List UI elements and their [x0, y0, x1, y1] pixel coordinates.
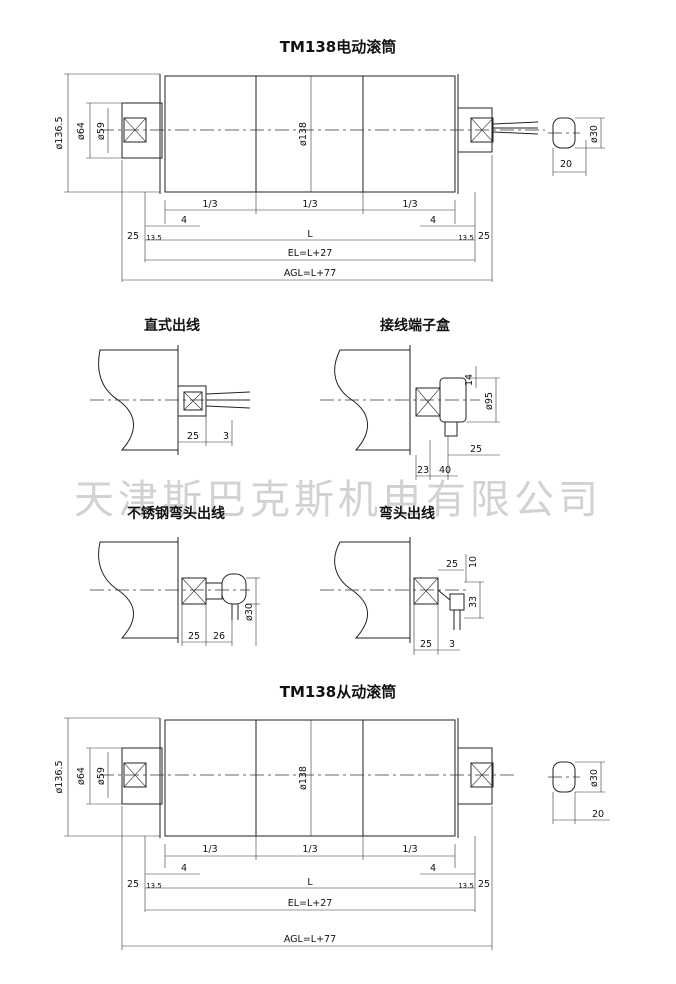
dim-stainless-26: 26 — [213, 631, 225, 642]
section-stainless-elbow: 不锈钢弯头出线 — [127, 505, 225, 522]
dim-d59-top: ø59 — [96, 122, 107, 140]
elbow-outlet-view: 25 10 33 25 3 — [320, 537, 484, 655]
dim-terminal-14: 14 — [464, 374, 475, 386]
dim-straight-3: 3 — [223, 431, 229, 442]
dim-elbow-33: 33 — [468, 596, 479, 608]
dim-elbow-3: 3 — [449, 639, 455, 650]
dim-terminal-d95: ø95 — [484, 392, 495, 410]
dim-terminal-25: 25 — [470, 444, 482, 455]
dim-straight-25: 25 — [187, 431, 199, 442]
dim-stainless-25: 25 — [188, 631, 200, 642]
company-watermark: 天津斯巴克斯机电有限公司 — [74, 477, 602, 523]
dim-25-left-bottom: 25 — [127, 879, 139, 890]
dim-EL-top: EL=L+27 — [288, 248, 333, 259]
section-terminal-box: 接线端子盒 — [380, 317, 451, 334]
dim-d59-bottom: ø59 — [96, 767, 107, 785]
stainless-elbow-view: ø30 25 26 — [90, 537, 260, 646]
dim-terminal-23: 23 — [417, 465, 429, 476]
dim-L-top: L — [307, 229, 313, 240]
dim-four-right-bottom: 4 — [430, 863, 436, 874]
outlet-variants: 直式出线 接线端子盒 25 3 — [74, 317, 602, 655]
dim-w20-top: 20 — [560, 159, 572, 170]
dim-third-3-bottom: 1/3 — [402, 844, 417, 855]
dim-third-1-bottom: 1/3 — [202, 844, 217, 855]
dim-elbow-25-bottom: 25 — [420, 639, 432, 650]
dim-25-right-bottom: 25 — [478, 879, 490, 890]
dim-AGL-top: AGL=L+77 — [284, 268, 336, 279]
dim-elbow-10: 10 — [468, 556, 479, 568]
dim-third-2-top: 1/3 — [302, 199, 317, 210]
dim-third-1-top: 1/3 — [202, 199, 217, 210]
dim-25-left-top: 25 — [127, 231, 139, 242]
dim-AGL-bottom: AGL=L+77 — [284, 934, 336, 945]
dim-d136-bottom: ø136.5 — [54, 760, 65, 793]
terminal-box-view: ø95 14 25 23 40 — [320, 345, 500, 480]
dim-13-5-left-bottom: 13.5 — [146, 882, 162, 890]
dim-stainless-d30: ø30 — [244, 603, 255, 621]
dim-d138-bottom: ø138 — [298, 766, 309, 790]
dim-EL-bottom: EL=L+27 — [288, 898, 333, 909]
dim-elbow-25-top: 25 — [446, 559, 458, 570]
section-elbow-outlet: 弯头出线 — [379, 505, 435, 522]
dim-four-left-bottom: 4 — [181, 863, 187, 874]
dim-d64-bottom: ø64 — [76, 767, 87, 785]
dim-13-5-left-top: 13.5 — [146, 234, 162, 242]
motorized-roller-drawing: TM138电动滚筒 ø136.5 ø64 ø59 — [54, 38, 605, 282]
dim-w20-bottom: 20 — [592, 809, 604, 820]
dim-25-right-top: 25 — [478, 231, 490, 242]
idler-title: TM138从动滚筒 — [280, 683, 396, 701]
dim-four-right-top: 4 — [430, 215, 436, 226]
dim-d64-top: ø64 — [76, 122, 87, 140]
dim-L-bottom: L — [307, 877, 313, 888]
dim-13-5-right-bottom: 13.5 — [458, 882, 474, 890]
straight-outlet-view: 25 3 — [90, 345, 251, 455]
dim-third-2-bottom: 1/3 — [302, 844, 317, 855]
dim-d138-top: ø138 — [298, 122, 309, 146]
dim-d136-top: ø136.5 — [54, 116, 65, 149]
dim-d30-bottom: ø30 — [589, 769, 600, 787]
idler-roller-drawing: TM138从动滚筒 ø136.5 ø64 ø59 ø138 ø30 — [54, 683, 610, 950]
dim-terminal-40: 40 — [439, 465, 451, 476]
section-straight-outlet: 直式出线 — [144, 317, 200, 334]
dim-d30-top: ø30 — [589, 125, 600, 143]
dim-13-5-right-top: 13.5 — [458, 234, 474, 242]
motorized-title: TM138电动滚筒 — [280, 38, 396, 56]
dim-third-3-top: 1/3 — [402, 199, 417, 210]
dim-four-left-top: 4 — [181, 215, 187, 226]
